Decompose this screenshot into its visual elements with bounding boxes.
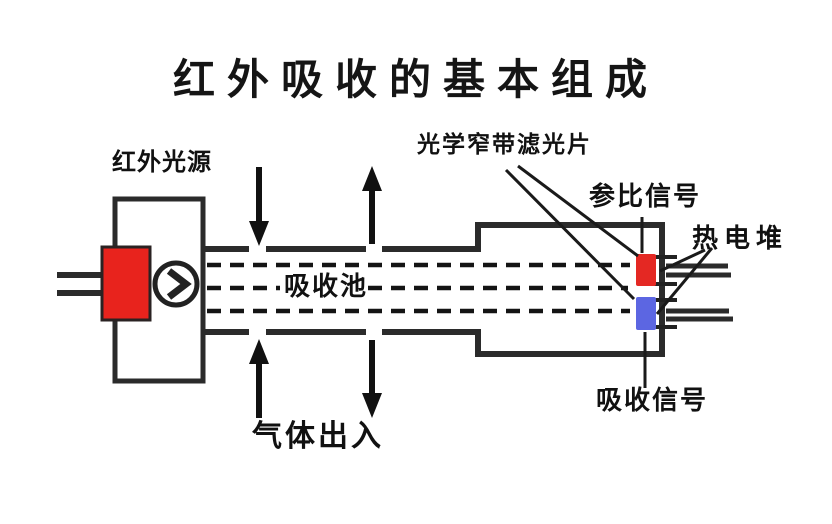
thermopile-wires: [666, 263, 733, 322]
filter-leader-to-red: [517, 164, 639, 258]
thermopile-leader-bottom: [655, 247, 714, 315]
reference-signal-label: 参比信号: [589, 182, 702, 212]
gas-out-top-arrow: [362, 166, 382, 244]
detector-tabs: [652, 255, 677, 329]
gas-arrows: [249, 166, 382, 418]
optical-filter-label: 光学窄带滤光片: [417, 132, 592, 158]
ir-beam-dashes: [207, 262, 630, 314]
absorption-filter-blue: [636, 297, 656, 330]
leader-lines: [504, 164, 714, 388]
filter-leader-to-blue: [504, 168, 636, 301]
gas-inlet-outlet-label: 气体出入: [252, 419, 384, 454]
source-power-wires: [57, 272, 104, 296]
cell-walls: [203, 222, 665, 357]
emitter-circle: [152, 260, 200, 308]
gas-in-top-arrow: [249, 167, 269, 246]
gas-in-bottom-arrow: [249, 339, 269, 418]
gas-out-bottom-arrow: [362, 340, 382, 418]
ir-source-label: 红外光源: [112, 148, 212, 176]
thermopile-label: 热电堆: [692, 224, 789, 254]
reference-filter-red: [636, 254, 656, 286]
ir-emitter-block: [100, 245, 152, 322]
detector-chamber-outline: [475, 222, 665, 357]
absorption-cell-label: 吸收池: [284, 272, 369, 302]
chevron-right-icon: [166, 268, 192, 300]
thermopile-leader-top: [659, 248, 706, 273]
diagram-title: 红外吸收的基本组成: [172, 55, 660, 104]
absorption-signal-label: 吸收信号: [596, 386, 709, 416]
